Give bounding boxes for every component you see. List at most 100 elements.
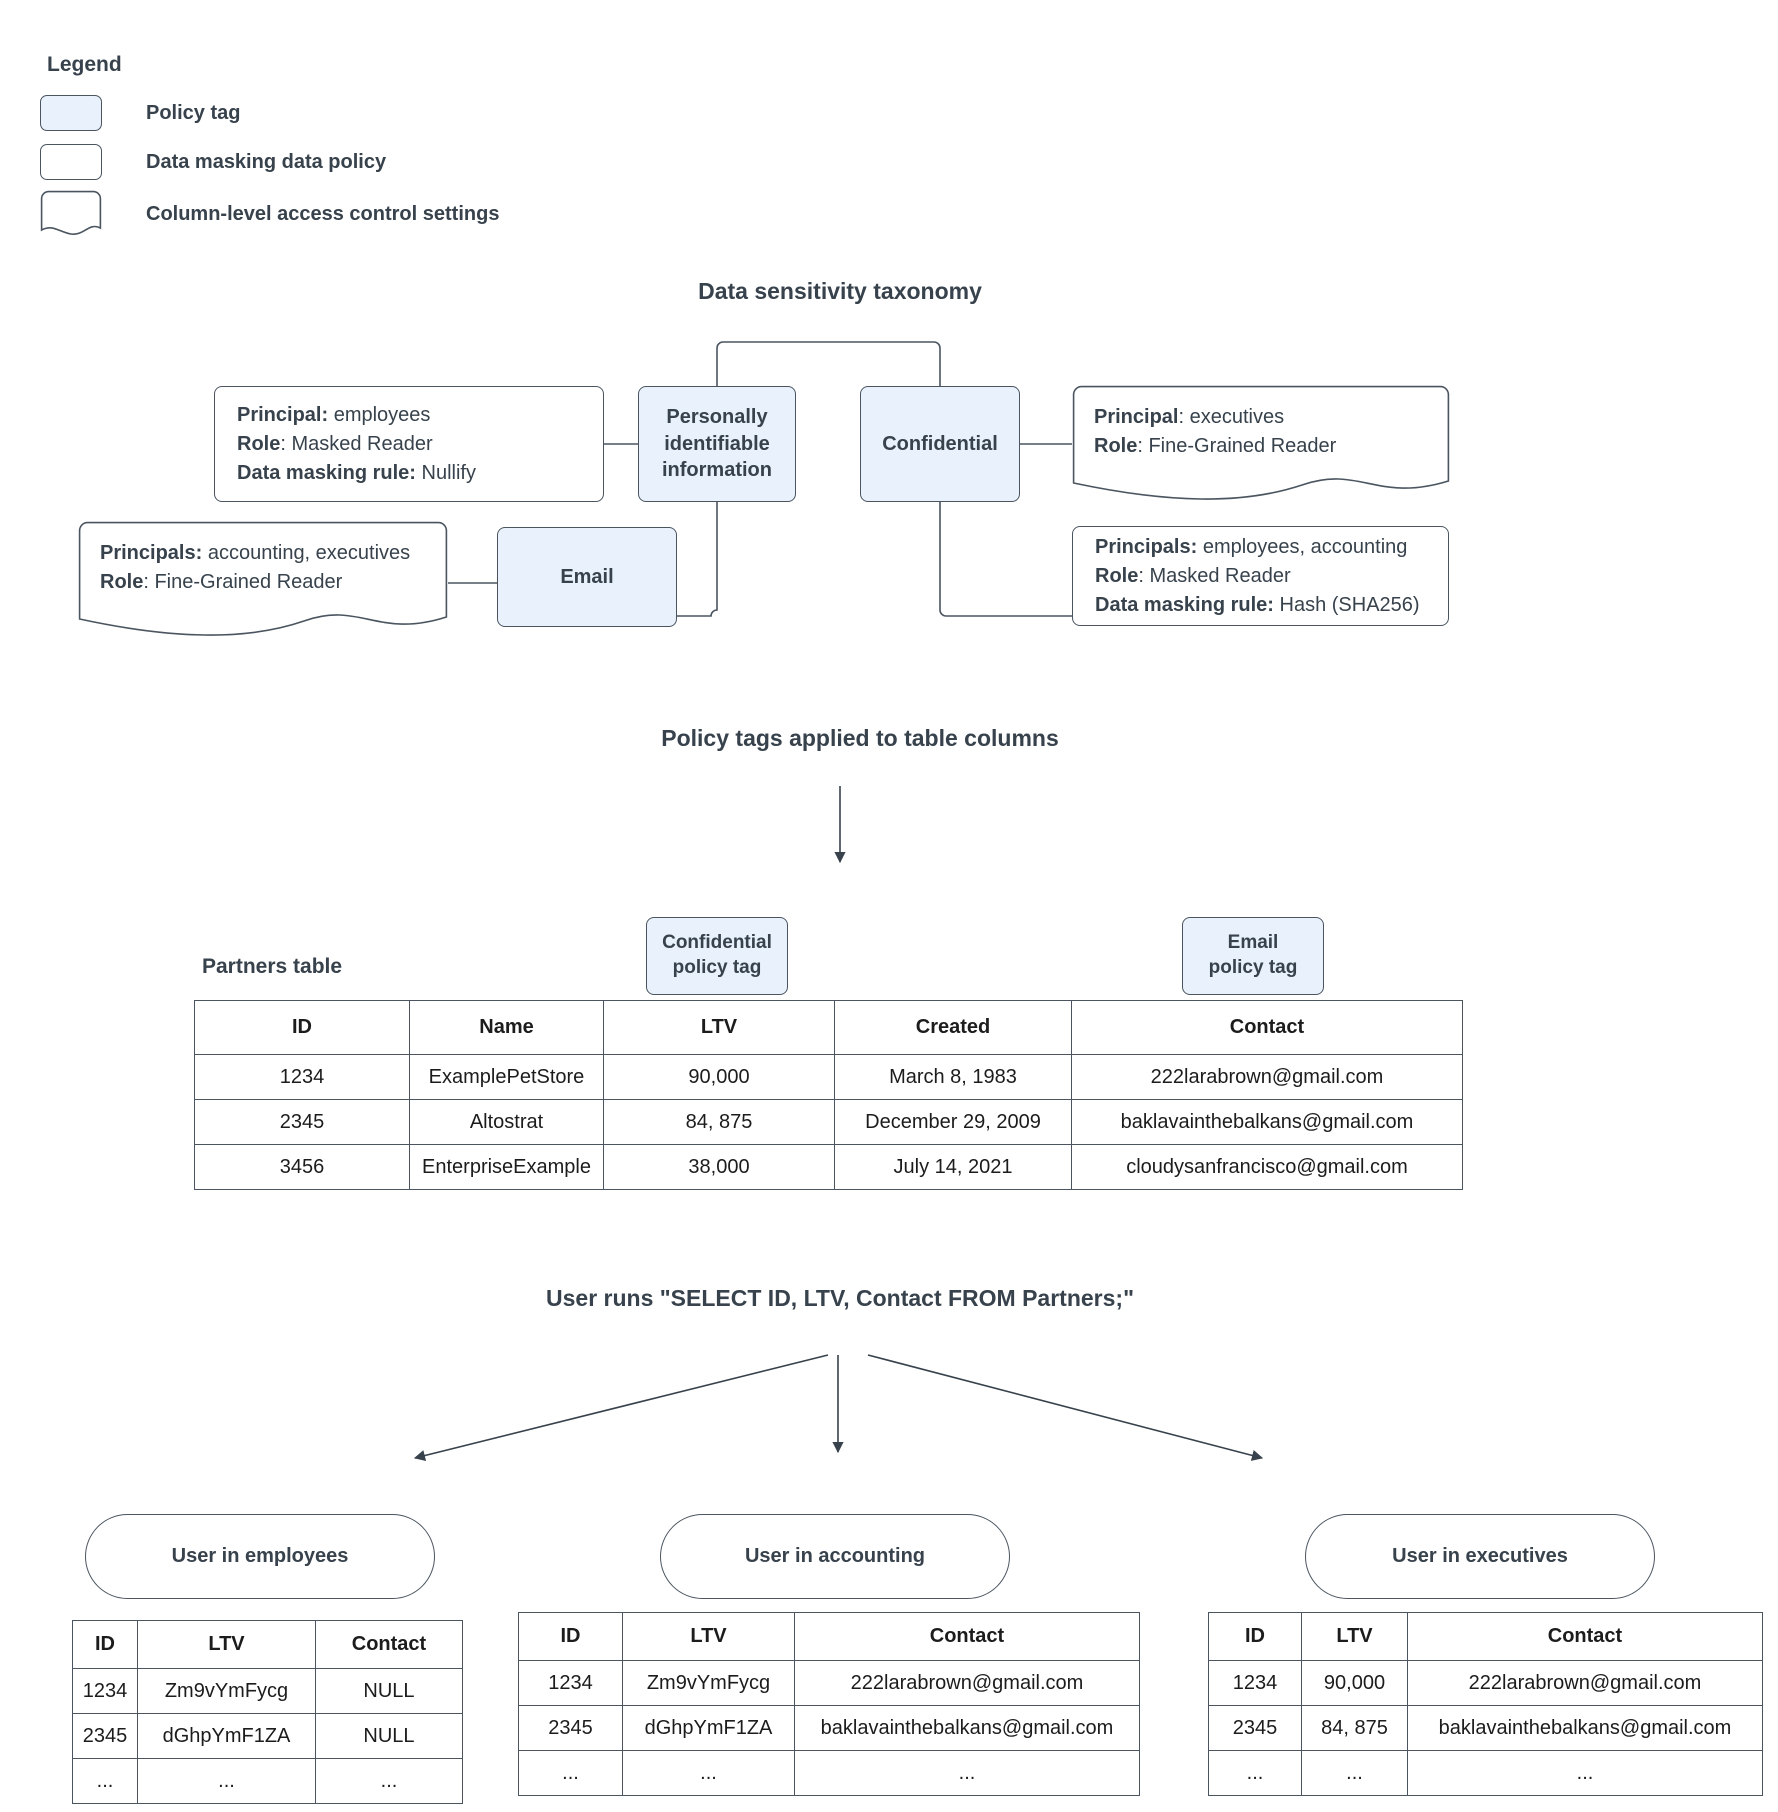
legend-item-data-masking: Data masking data policy (40, 144, 386, 180)
policy-tag-node-email[interactable]: Email (497, 527, 677, 627)
role-label: Role (1094, 435, 1138, 457)
table-cell: 84, 875 (1301, 1705, 1408, 1751)
data-masking-swatch (40, 144, 102, 180)
table-row: ......... (1208, 1750, 1763, 1796)
table-cell: March 8, 1983 (834, 1054, 1072, 1100)
masking-rule-label: Data masking rule: (1095, 593, 1274, 616)
role-value: : Masked Reader (280, 432, 433, 455)
table-cell: ... (794, 1750, 1140, 1796)
principal-value: employees (328, 403, 431, 426)
principal-value: : executives (1178, 406, 1285, 428)
table-cell: ... (72, 1758, 138, 1804)
result-group-pill-accounting[interactable]: User in accounting (660, 1514, 1010, 1599)
policy-tag-swatch (40, 95, 102, 131)
badge-confidential-policy-tag[interactable]: Confidential policy tag (646, 917, 788, 995)
table-cell: 2345 (1208, 1705, 1302, 1751)
table-column-header: LTV (622, 1612, 795, 1661)
badge-line-2: policy tag (672, 957, 762, 978)
badge-email-policy-tag[interactable]: Email policy tag (1182, 917, 1324, 995)
table-cell: baklavainthebalkans@gmail.com (1071, 1099, 1463, 1145)
table-cell: ... (622, 1750, 795, 1796)
masking-rule-value: Hash (SHA256) (1273, 593, 1420, 616)
table-column-header: Created (834, 1000, 1072, 1055)
table-cell: 90,000 (1301, 1660, 1408, 1706)
policy-tag-node-confidential[interactable]: Confidential (860, 386, 1020, 502)
table-column-header: ID (518, 1612, 623, 1661)
table-cell: dGhpYmF1ZA (137, 1713, 316, 1759)
data-masking-policy-pii: Principal: employees Role: Masked Reader… (214, 386, 604, 502)
table-column-header: Contact (315, 1620, 463, 1669)
legend-item-label: Column-level access control settings (146, 202, 500, 225)
result-group-pill-executives[interactable]: User in executives (1305, 1514, 1655, 1599)
role-value: : Masked Reader (1138, 564, 1291, 587)
table-column-header: ID (194, 1000, 410, 1055)
column-access-policy-email: Principals: accounting, executives Role:… (78, 521, 448, 644)
principals-value: employees, accounting (1197, 535, 1408, 558)
page-title-query: User runs "SELECT ID, LTV, Contact FROM … (546, 1285, 1134, 1311)
role-label: Role (100, 571, 144, 593)
table-row: ......... (518, 1750, 1140, 1796)
table-cell: dGhpYmF1ZA (622, 1705, 795, 1751)
table-cell: 1234 (518, 1660, 623, 1706)
table-cell: 1234 (194, 1054, 410, 1100)
table-column-header: LTV (1301, 1612, 1408, 1661)
table-cell: Zm9vYmFycg (137, 1668, 316, 1714)
column-access-swatch (40, 190, 102, 235)
table-cell: Zm9vYmFycg (622, 1660, 795, 1706)
table-cell: ... (518, 1750, 623, 1796)
table-cell: 222larabrown@gmail.com (1407, 1660, 1763, 1706)
table-cell: baklavainthebalkans@gmail.com (1407, 1705, 1763, 1751)
table-cell: ... (137, 1758, 316, 1804)
principals-value: accounting, executives (202, 542, 411, 564)
legend-item-label: Policy tag (146, 101, 241, 124)
table-cell: NULL (315, 1713, 463, 1759)
table-cell: 222larabrown@gmail.com (1071, 1054, 1463, 1100)
principal-label: Principal: (237, 403, 329, 426)
table-cell: NULL (315, 1668, 463, 1714)
principal-label: Principal (1094, 406, 1179, 428)
table-cell: ExamplePetStore (409, 1054, 604, 1100)
badge-line-2: policy tag (1208, 957, 1298, 978)
table-cell: 1234 (1208, 1660, 1302, 1706)
role-value: : Fine-Grained Reader (143, 571, 343, 593)
result-group-pill-employees[interactable]: User in employees (85, 1514, 435, 1599)
table-cell: 2345 (518, 1705, 623, 1751)
table-column-header: LTV (603, 1000, 835, 1055)
partners-table-label: Partners table (202, 955, 343, 978)
page-title-taxonomy: Data sensitivity taxonomy (698, 278, 982, 304)
table-cell: ... (1208, 1750, 1302, 1796)
table-cell: ... (315, 1758, 463, 1804)
table-column-header: ID (72, 1620, 138, 1669)
role-label: Role (1095, 564, 1139, 587)
table-column-header: Contact (1071, 1000, 1463, 1055)
badge-line-1: Confidential (662, 932, 772, 954)
table-column-header: LTV (137, 1620, 316, 1669)
table-column-header: Contact (1407, 1612, 1763, 1661)
role-value: : Fine-Grained Reader (1137, 435, 1337, 457)
policy-tag-node-pii[interactable]: Personally identifiable information (638, 386, 796, 502)
table-cell: 38,000 (603, 1144, 835, 1190)
table-cell: Altostrat (409, 1099, 604, 1145)
table-cell: 222larabrown@gmail.com (794, 1660, 1140, 1706)
table-cell: December 29, 2009 (834, 1099, 1072, 1145)
data-masking-policy-confidential: Principals: employees, accounting Role: … (1072, 526, 1449, 626)
